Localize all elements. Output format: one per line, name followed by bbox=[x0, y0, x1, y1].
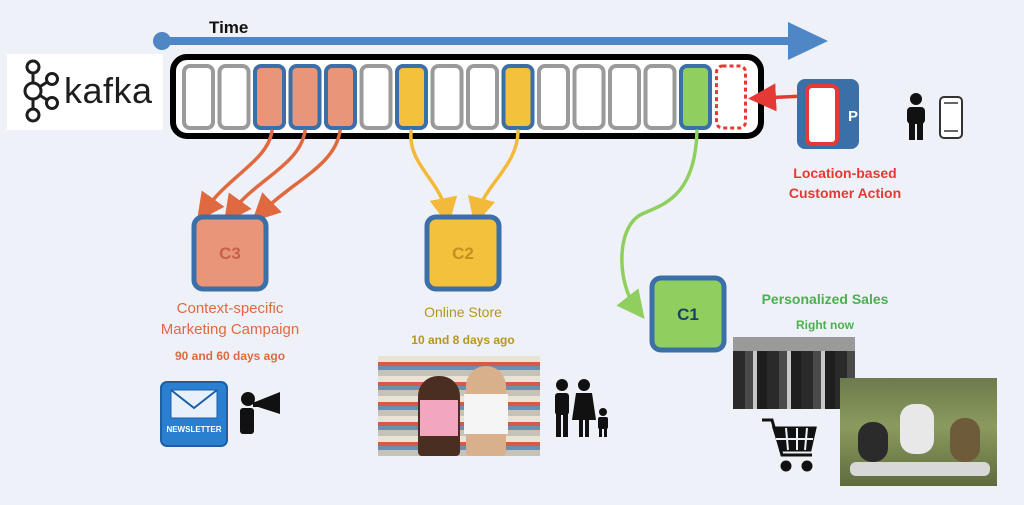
partition-empty bbox=[537, 64, 570, 130]
c1-label: C1 bbox=[677, 305, 699, 324]
timeline-arrowhead bbox=[788, 22, 828, 60]
megaphone-person-icon bbox=[240, 392, 280, 434]
producer-caption-line2: Customer Action bbox=[788, 185, 902, 201]
c1-box bbox=[649, 275, 727, 353]
c3-arrow-3 bbox=[251, 129, 342, 222]
partition-empty bbox=[430, 64, 464, 130]
c2-label: C2 bbox=[452, 244, 474, 263]
c2-box bbox=[424, 214, 502, 292]
producer-label: P bbox=[847, 108, 858, 125]
partition-empty bbox=[466, 64, 499, 130]
kafka-logo-text: kafka bbox=[64, 70, 153, 111]
newsletter-icon bbox=[160, 381, 228, 447]
c2-arrow-2 bbox=[467, 129, 520, 226]
partition-c1 bbox=[679, 64, 712, 130]
clothing-store-photo bbox=[733, 337, 855, 409]
c3-label: C3 bbox=[219, 244, 241, 263]
c2-time: 10 and 8 days ago bbox=[411, 333, 515, 347]
partition-cells bbox=[182, 64, 747, 130]
partition-empty bbox=[572, 64, 606, 130]
c3-title-line2: Marketing Campaign bbox=[160, 321, 300, 338]
timeline-shaft bbox=[162, 37, 792, 45]
shoe-store-photo bbox=[378, 356, 540, 456]
partition-empty bbox=[182, 64, 215, 130]
c1-title: Personalized Sales bbox=[761, 291, 889, 307]
partition-c3 bbox=[324, 64, 357, 130]
c3-time: 90 and 60 days ago bbox=[174, 349, 286, 363]
partition-empty bbox=[608, 64, 641, 130]
timeline-label: Time bbox=[209, 18, 249, 37]
c2-title: Online Store bbox=[424, 304, 502, 320]
c1-time: Right now bbox=[796, 318, 854, 332]
partition-empty bbox=[359, 64, 393, 130]
partition-c2 bbox=[395, 64, 428, 130]
c3-title-line1: Context-specific bbox=[176, 300, 284, 317]
shopping-cart-icon bbox=[762, 418, 817, 472]
c3-arrow-1 bbox=[196, 129, 274, 222]
timeline-arrow bbox=[153, 22, 828, 60]
kafka-logo-icon bbox=[23, 59, 59, 123]
family-icon bbox=[555, 379, 608, 437]
c3-box bbox=[191, 214, 269, 292]
producer-caption-line1: Location-based bbox=[793, 165, 897, 181]
partition-c3 bbox=[288, 64, 322, 130]
partition-pending bbox=[715, 64, 747, 130]
partition-empty bbox=[643, 64, 677, 130]
partition-empty bbox=[217, 64, 251, 130]
friends-outdoor-photo bbox=[840, 378, 997, 486]
producer-message bbox=[805, 84, 839, 146]
c2-arrow-1 bbox=[409, 129, 458, 226]
person-icon bbox=[907, 93, 925, 140]
c1-arrow bbox=[616, 129, 699, 320]
partition-c2 bbox=[501, 64, 535, 130]
partition-c3 bbox=[253, 64, 286, 130]
c3-arrow-2 bbox=[223, 129, 307, 224]
phone-icon bbox=[939, 96, 963, 139]
newsletter-label: NEWSLETTER bbox=[166, 425, 222, 434]
